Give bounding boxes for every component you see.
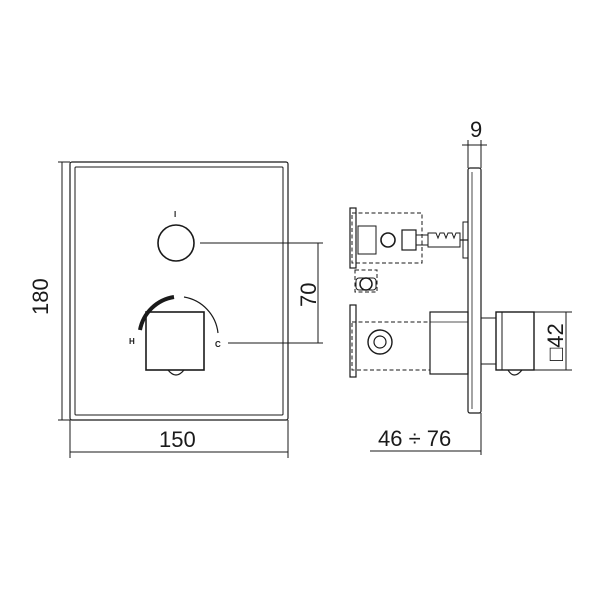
dim-150: 150	[159, 427, 196, 452]
diverter-button	[157, 224, 195, 262]
handle-lever-tip	[167, 369, 185, 376]
lower-port-outer	[367, 329, 393, 355]
lower-bracket	[349, 304, 357, 378]
dim-9: 9	[470, 117, 482, 142]
temperature-arc-hot	[138, 295, 175, 331]
upper-thread	[427, 232, 461, 248]
side-view: 9 □42 46 ÷ 76	[349, 117, 572, 455]
dim-70: 70	[296, 283, 321, 307]
handle-side-tip	[507, 369, 523, 376]
upper-port	[380, 232, 396, 248]
lower-cartridge	[429, 311, 469, 375]
handle-side	[495, 311, 535, 371]
upper-nut	[401, 229, 417, 251]
dim-180: 180	[28, 278, 53, 315]
side-port-circle	[359, 277, 373, 291]
dim-depth: 46 ÷ 76	[378, 426, 451, 451]
diverter-mark: I	[174, 210, 176, 219]
side-port-body	[355, 277, 377, 291]
cover-plate	[69, 161, 289, 421]
upper-body-dashed	[351, 212, 423, 264]
upper-collar	[462, 221, 469, 259]
hot-mark: H	[129, 337, 135, 346]
temperature-arc-cold	[183, 296, 219, 334]
front-view: I H C 70 180 150	[28, 161, 323, 458]
side-port	[354, 269, 378, 293]
plate-side	[467, 167, 482, 414]
upper-bracket	[349, 207, 357, 269]
square-handle	[145, 311, 205, 371]
dim-42: □42	[543, 323, 568, 361]
cold-mark: C	[215, 340, 221, 349]
lower-port-inner	[373, 335, 387, 349]
cover-plate-inner-edge	[74, 166, 284, 416]
lower-body-dashed	[351, 321, 431, 371]
upper-fitting	[357, 225, 377, 255]
